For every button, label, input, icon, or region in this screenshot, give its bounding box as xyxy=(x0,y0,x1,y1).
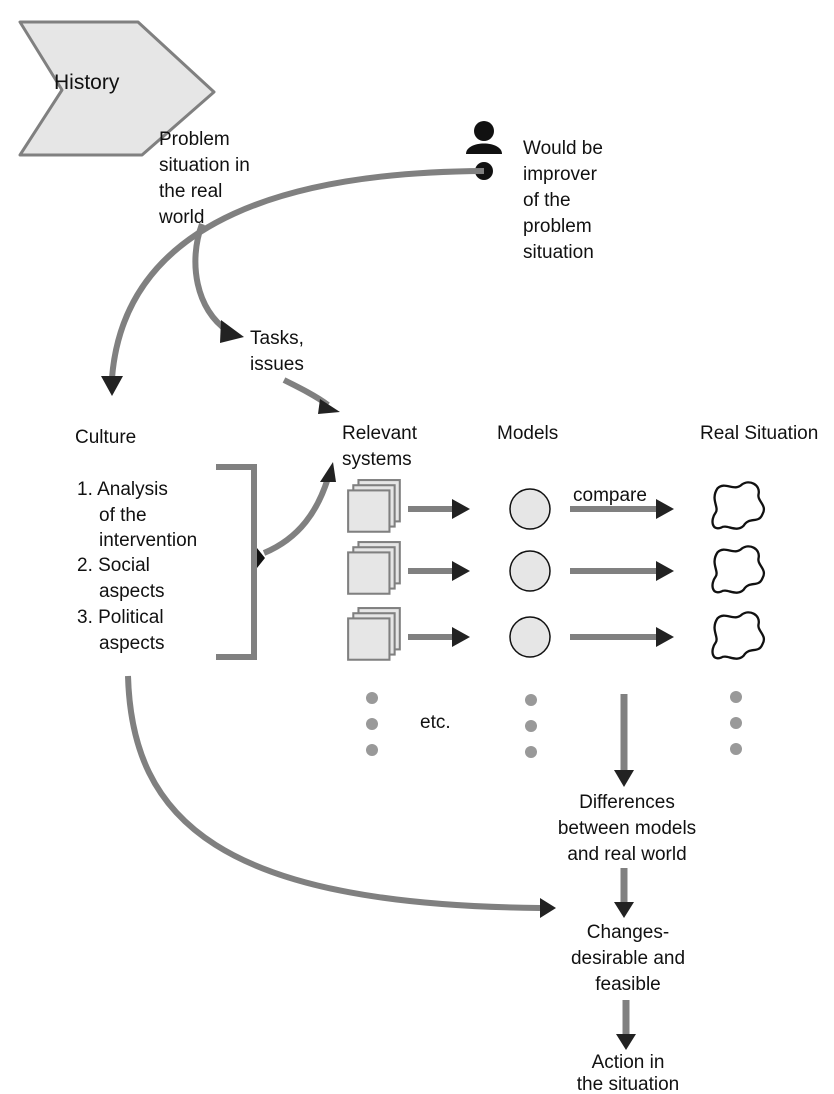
tasks-line-1: Tasks, xyxy=(250,328,304,349)
arrowhead-system-to-model xyxy=(452,499,470,519)
improver-line-1: Would be xyxy=(523,138,603,159)
document-stack-icon xyxy=(347,541,401,595)
culture-bracket xyxy=(216,464,257,660)
ellipsis-dots-real xyxy=(730,691,742,755)
arrowhead-systems xyxy=(318,399,340,414)
improver-line-4: problem xyxy=(523,216,592,237)
arrowhead-model-to-real xyxy=(656,627,674,647)
action-line-2: the situation xyxy=(577,1074,679,1094)
real-situation-header: Real Situation xyxy=(700,423,818,444)
arrowhead-culture-changes xyxy=(540,898,556,918)
culture-title: Culture xyxy=(75,427,136,448)
real-situation-blob-icon xyxy=(711,481,766,530)
document-stack-icon xyxy=(347,479,401,533)
culture-item-5: aspects xyxy=(99,581,164,602)
action-text: Action in the situation xyxy=(577,1052,679,1094)
arc-to-tasks xyxy=(192,222,230,334)
changes-line-2: desirable and xyxy=(571,948,685,969)
problem-situation-text: Problem situation in the real world xyxy=(158,129,250,228)
relevant-systems-line-1: Relevant xyxy=(342,423,418,444)
arrowhead-tasks xyxy=(220,320,244,343)
arrowhead-culture xyxy=(101,376,123,396)
arrowhead-model-to-real xyxy=(656,561,674,581)
changes-line-1: Changes- xyxy=(587,922,669,943)
differences-text: Differences between models and real worl… xyxy=(558,792,696,865)
arrowhead-system-to-model xyxy=(452,561,470,581)
improver-text: Would be improver of the problem situati… xyxy=(523,138,603,263)
compare-label: compare xyxy=(573,485,647,506)
culture-item-6: 3. Political xyxy=(77,607,164,628)
ellipsis-dots-models xyxy=(525,694,537,758)
bracket-pointer xyxy=(257,548,265,568)
models-header: Models xyxy=(497,423,558,444)
culture-list: 1. Analysis of the intervention 2. Socia… xyxy=(77,479,197,654)
changes-line-3: feasible xyxy=(595,974,661,995)
model-circle-icon xyxy=(509,550,551,592)
arc-culture-to-changes xyxy=(125,675,541,911)
etc-label: etc. xyxy=(420,712,451,733)
culture-item-7: aspects xyxy=(99,633,164,654)
tasks-issues-text: Tasks, issues xyxy=(250,328,304,375)
differences-line-1: Differences xyxy=(579,792,675,813)
problem-situation-line-4: world xyxy=(158,207,204,228)
changes-text: Changes- desirable and feasible xyxy=(571,922,685,995)
arrowhead-changes xyxy=(614,902,634,918)
arrowhead-action xyxy=(616,1034,636,1050)
action-line-1: Action in xyxy=(592,1052,665,1073)
relevant-systems-line-2: systems xyxy=(342,449,412,470)
improver-line-3: of the xyxy=(523,190,571,211)
arrowhead-differences xyxy=(614,770,634,787)
culture-item-2: of the xyxy=(99,505,147,526)
culture-item-4: 2. Social xyxy=(77,555,150,576)
history-label: History xyxy=(54,71,120,94)
arc-bracket-to-systems xyxy=(262,477,331,556)
arrowhead-system-to-model xyxy=(452,627,470,647)
differences-line-2: between models xyxy=(558,818,696,839)
model-circle-icon xyxy=(509,488,551,530)
person-icon xyxy=(466,121,502,154)
arc-improver-to-culture xyxy=(109,168,485,379)
culture-item-3: intervention xyxy=(99,530,197,551)
real-situation-blob-icon xyxy=(711,545,766,594)
history-arrow-icon: History xyxy=(18,20,216,157)
arrowhead-model-to-real xyxy=(656,499,674,519)
improver-line-5: situation xyxy=(523,242,594,263)
real-situation-blob-icon xyxy=(711,611,766,660)
problem-situation-line-2: situation in xyxy=(159,155,250,176)
document-stack-icon xyxy=(347,607,401,661)
tasks-line-2: issues xyxy=(250,354,304,375)
model-circle-icon xyxy=(509,616,551,658)
problem-situation-line-1: Problem xyxy=(159,129,230,150)
arrowhead-bracket xyxy=(320,462,336,482)
culture-item-1: 1. Analysis xyxy=(77,479,168,500)
improver-line-2: improver xyxy=(523,164,598,185)
ellipsis-dots-systems xyxy=(366,692,378,756)
differences-line-3: and real world xyxy=(567,844,686,865)
problem-situation-line-3: the real xyxy=(159,181,222,202)
